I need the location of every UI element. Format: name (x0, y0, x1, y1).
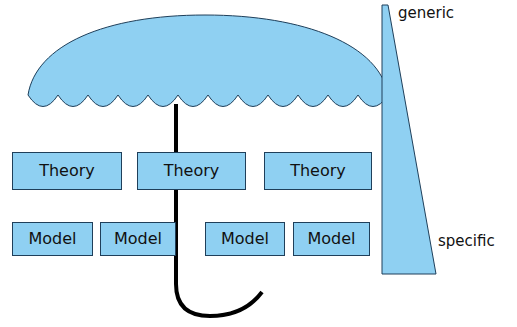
concept-box: Model (205, 222, 285, 256)
scale-label: specific (438, 232, 495, 250)
box-label: Model (28, 229, 76, 248)
box-label: Model (114, 229, 162, 248)
box-label: Theory (39, 161, 95, 180)
box-label: Model (307, 229, 355, 248)
concept-box: Model (12, 222, 93, 256)
box-label: Theory (290, 161, 346, 180)
scale-label: generic (398, 4, 454, 22)
concept-box: Model (100, 222, 176, 256)
concept-box: Theory (12, 152, 122, 190)
box-label: Theory (164, 161, 220, 180)
concept-box: Theory (264, 152, 372, 190)
concept-box: Model (293, 222, 370, 256)
box-label: Model (221, 229, 269, 248)
concept-box: Theory (137, 152, 246, 190)
umbrella-canopy (28, 15, 388, 107)
generality-wedge (382, 5, 436, 274)
umbrella-handle (176, 104, 262, 316)
